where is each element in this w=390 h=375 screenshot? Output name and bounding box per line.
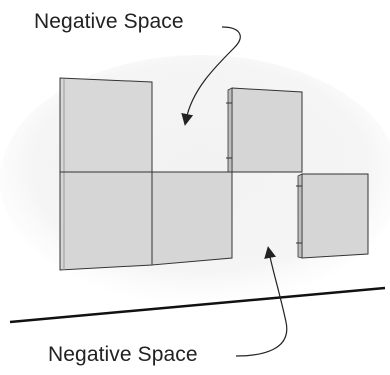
panel-bottom-right [301,173,369,259]
leader-top [181,26,241,126]
negative-space-label-top: Negative Space [34,10,184,33]
floor-line [9,286,386,324]
leader-bottom [235,246,288,357]
panel-bottom-left [59,171,153,271]
negative-space-label-bottom: Negative Space [48,343,198,366]
panel-bottom-middle [151,171,233,266]
panel-top-right [231,87,303,173]
panel-top-left [59,77,153,173]
